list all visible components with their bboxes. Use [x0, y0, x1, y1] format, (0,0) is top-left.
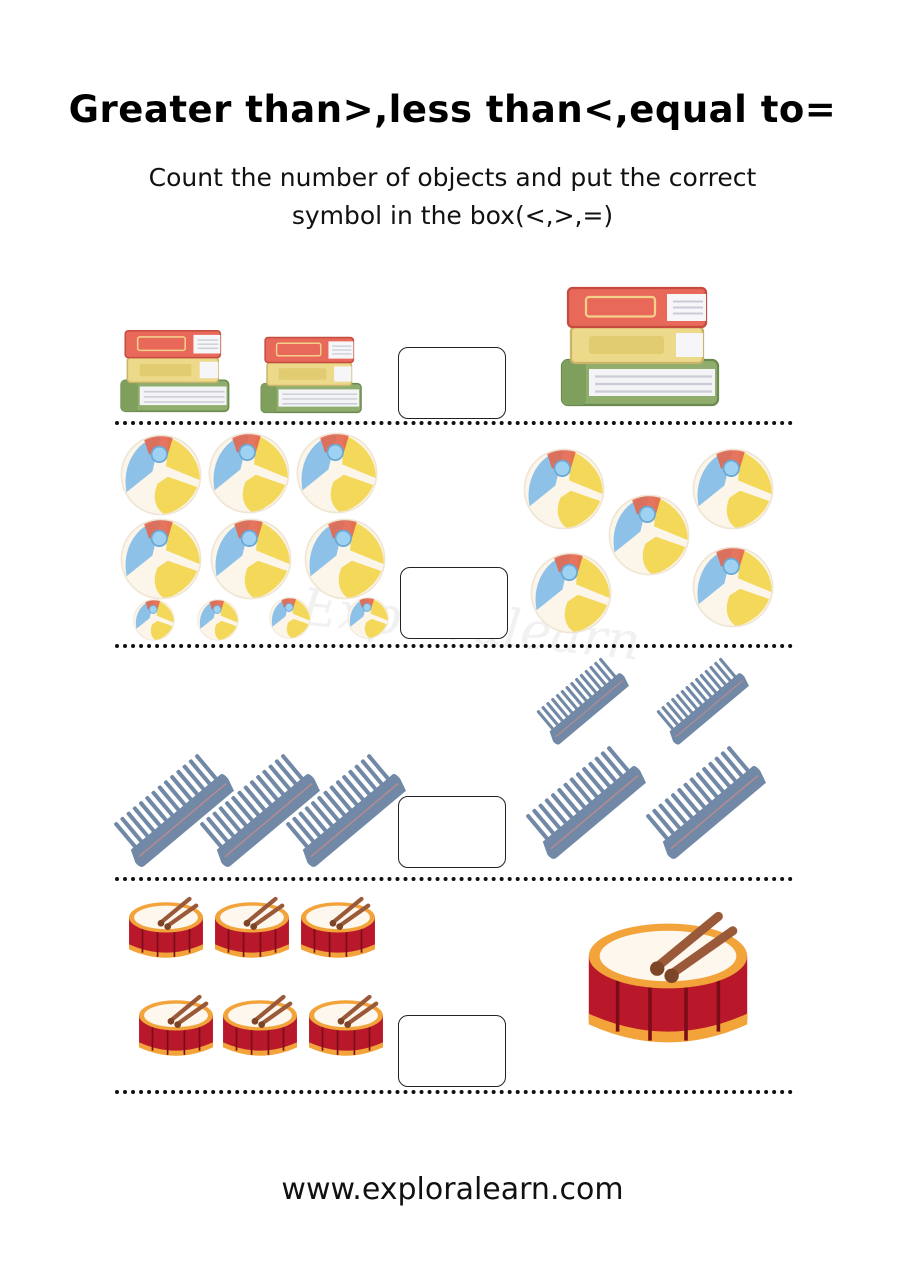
beach-ball-icon — [346, 596, 390, 640]
comb-icon — [652, 652, 752, 748]
beach-ball-icon — [606, 492, 692, 578]
beach-ball-icon — [196, 598, 240, 642]
drum-icon — [218, 988, 302, 1068]
comb-icon — [280, 748, 410, 870]
comb-icon — [532, 652, 632, 748]
instructions-line-1: Count the number of objects and put the … — [148, 163, 757, 192]
drum-icon — [210, 890, 294, 970]
answer-box-row-2[interactable] — [400, 567, 508, 639]
beach-ball-icon — [521, 446, 607, 532]
books-stack-icon — [117, 318, 241, 422]
comb-icon — [520, 740, 650, 862]
drum-icon — [134, 988, 218, 1068]
beach-ball-icon — [690, 446, 776, 532]
row-divider — [115, 877, 793, 881]
beach-ball-icon — [208, 516, 294, 602]
drum-icon — [304, 988, 388, 1068]
beach-ball-icon — [302, 516, 388, 602]
drum-icon — [124, 890, 208, 970]
beach-ball-icon — [118, 516, 204, 602]
beach-ball-icon — [132, 598, 176, 642]
beach-ball-icon — [118, 432, 204, 518]
answer-box-row-4[interactable] — [398, 1015, 506, 1087]
footer-url: www.exploralearn.com — [281, 1172, 624, 1207]
beach-ball-icon — [294, 430, 380, 516]
comb-icon — [640, 740, 770, 862]
books-stack-icon — [556, 270, 736, 420]
answer-box-row-3[interactable] — [398, 796, 506, 868]
worksheet-title: Greater than>,less than<,equal to= — [68, 88, 837, 131]
drum-icon — [578, 898, 758, 1068]
row-divider — [115, 1090, 793, 1094]
beach-ball-icon — [206, 430, 292, 516]
books-stack-icon — [257, 326, 373, 422]
beach-ball-icon — [268, 596, 312, 640]
row-divider — [115, 421, 793, 425]
instructions-line-2: symbol in the box(<,>,=) — [291, 201, 614, 230]
beach-ball-icon — [528, 550, 614, 636]
answer-box-row-1[interactable] — [398, 347, 506, 419]
beach-ball-icon — [690, 544, 776, 630]
row-divider — [115, 644, 793, 648]
drum-icon — [296, 890, 380, 970]
